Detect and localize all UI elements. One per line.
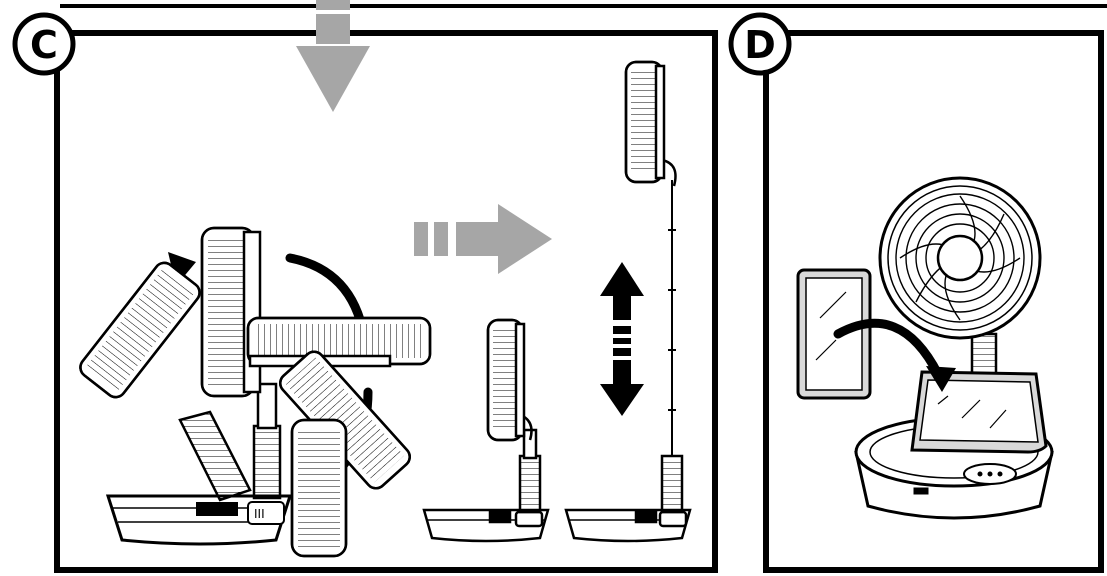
svg-text:III: III [254,507,265,521]
solar-panel-icon [910,370,1048,454]
panel-c-label: C [30,23,58,67]
panel-d: D [728,12,1104,573]
panel-c: III [12,0,718,573]
panel-d-label: D [744,23,776,67]
fan-icon [564,60,692,543]
fan-icon [79,226,432,558]
double-arrow-icon [600,262,644,416]
fan-pole [178,382,282,502]
fan-icon [422,318,550,543]
gray-arrow-icon [296,0,370,112]
curved-arrow-icon [833,318,956,392]
panel-c-badge: C [12,12,76,76]
gray-arrow-icon [414,204,552,274]
fan-base: III [105,494,293,546]
panel-d-badge: D [728,12,792,76]
panel-c-frame [54,30,718,573]
solar-panel-icon [796,268,872,400]
panel-d-frame [763,30,1104,573]
